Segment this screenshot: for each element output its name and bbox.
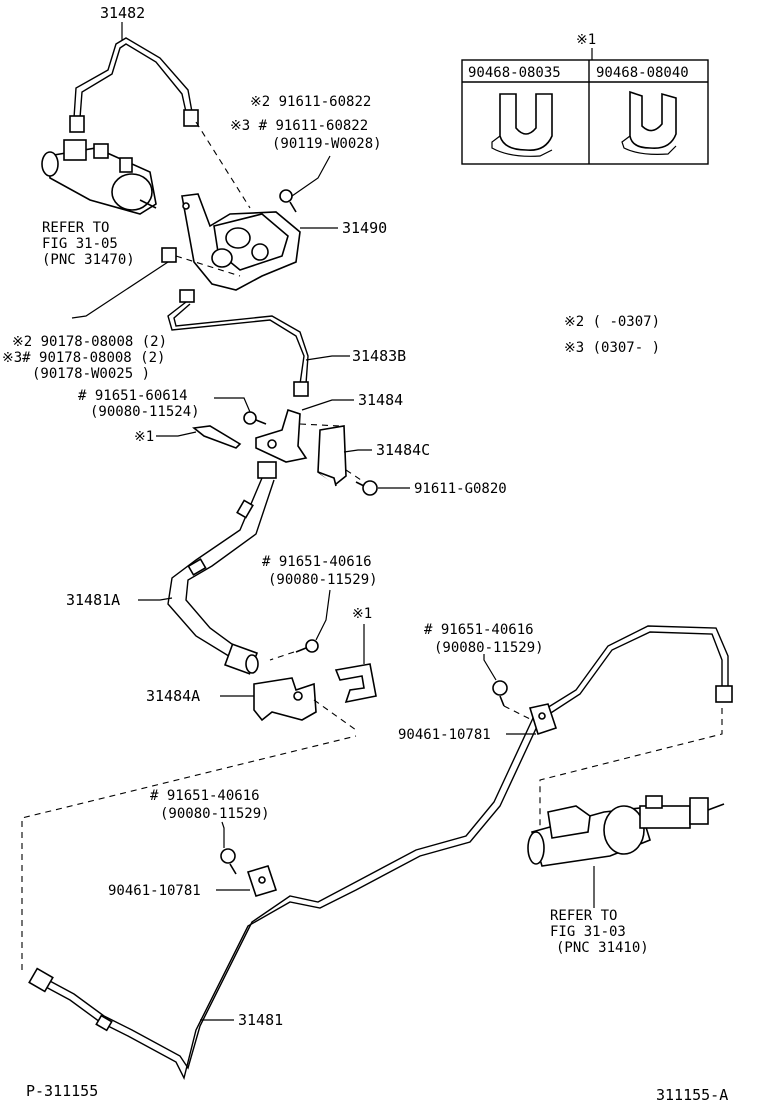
- bolt-g-line-1: # 91651-40616: [150, 788, 260, 804]
- bolt-91611-g0820-icon: [355, 480, 378, 496]
- refer-2-line-2: FIG 31-03: [550, 924, 626, 940]
- clip-31484a-icon: [334, 663, 377, 704]
- refer-1-line-2: FIG 31-05: [42, 236, 118, 252]
- figure-code-right: 311155-A: [656, 1086, 728, 1104]
- refer-2-line-1: REFER TO: [550, 908, 617, 924]
- note-3: ※3 (0307- ): [564, 340, 660, 356]
- refer-1-line-1: REFER TO: [42, 220, 109, 236]
- label-31481: 31481: [238, 1011, 283, 1029]
- clip-08035-icon: [499, 93, 553, 152]
- bolt-91611-60822-icon: [279, 189, 297, 213]
- bolt-91651-60614-icon: [243, 411, 267, 425]
- clamp-90461-10781-a-icon: [528, 703, 558, 736]
- bolt-g-line-2: (90080-11529): [160, 806, 270, 822]
- bolt-c-line-2: (90080-11524): [90, 404, 200, 420]
- nut-b-line-1: ※2 90178-08008 (2): [12, 334, 167, 350]
- bracket-31484-icon: [255, 408, 308, 463]
- clamp-90461-10781-b-icon: [246, 865, 278, 897]
- legend-col-2: 90468-08040: [596, 65, 689, 81]
- figure-code-left: P-311155: [26, 1082, 98, 1100]
- bolt-91651-40616-e-icon: [295, 639, 319, 653]
- label-31484: 31484: [358, 391, 403, 409]
- bolt-91651-40616-g-icon: [220, 848, 237, 875]
- nut-b-line-2: ※3# 90178-08008 (2): [2, 350, 165, 366]
- clip-legend-table: ※1 90468-08035 90468-08040: [461, 32, 709, 165]
- mark-1-a: ※1: [134, 429, 154, 445]
- bolt-f-line-2: (90080-11529): [434, 640, 544, 656]
- pipe-31482: [69, 37, 199, 133]
- note-2: ※2 ( -0307): [564, 314, 660, 330]
- clamp-a-label: 90461-10781: [398, 727, 491, 743]
- bolt-91651-40616-f-icon: [492, 680, 508, 707]
- bolt-e-line-1: # 91651-40616: [262, 554, 372, 570]
- mark-1-b: ※1: [352, 606, 372, 622]
- legend-col-1: 90468-08035: [468, 65, 561, 81]
- clutch-master-cylinder-icon: [527, 795, 725, 867]
- label-31484a: 31484A: [146, 687, 200, 705]
- clutch-damper-31490-icon: [181, 193, 301, 291]
- label-31482: 31482: [100, 4, 145, 22]
- label-31484c: 31484C: [376, 441, 430, 459]
- bolt-f-line-1: # 91651-40616: [424, 622, 534, 638]
- pipe-31483b: [167, 289, 309, 397]
- clip-31484-icon: [192, 425, 242, 449]
- bolt-a-line-3: (90119-W0028): [272, 136, 382, 152]
- release-cylinder-icon: [41, 139, 157, 215]
- bracket-31484c-icon: [317, 425, 347, 487]
- bolt-e-line-2: (90080-11529): [268, 572, 378, 588]
- label-31481a: 31481A: [66, 591, 120, 609]
- nut-90178-08008-icon: [161, 247, 177, 263]
- label-31490: 31490: [342, 219, 387, 237]
- bolt-a-line-1: ※2 91611-60822: [250, 94, 371, 110]
- refer-1-line-3: (PNC 31470): [42, 252, 135, 268]
- bracket-31484a-icon: [253, 677, 317, 722]
- nut-b-line-3: (90178-W0025 ): [32, 366, 150, 382]
- bolt-d-label: 91611-G0820: [414, 481, 507, 497]
- clip-08040-icon: [629, 90, 677, 150]
- legend-mark: ※1: [576, 32, 596, 48]
- label-31483b: 31483B: [352, 347, 406, 365]
- clamp-b-label: 90461-10781: [108, 883, 201, 899]
- bolt-c-line-1: # 91651-60614: [78, 388, 188, 404]
- pipe-31481: [28, 625, 733, 1081]
- bolt-a-line-2: ※3 # 91611-60822: [230, 118, 368, 134]
- refer-2-line-3: (PNC 31410): [556, 940, 649, 956]
- flex-hose-31481a: [167, 461, 277, 675]
